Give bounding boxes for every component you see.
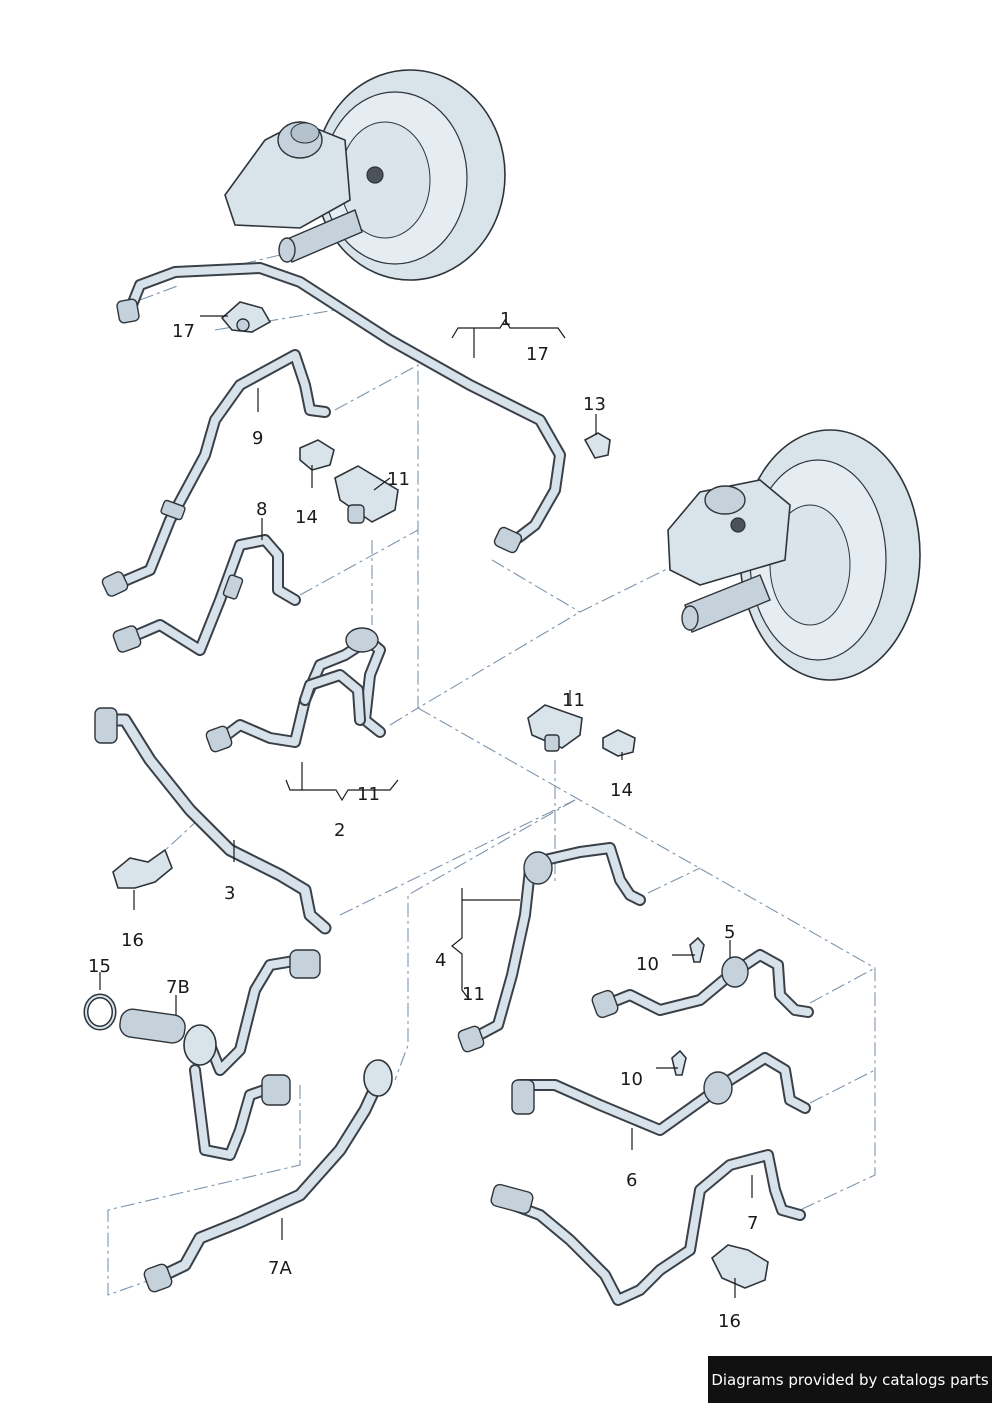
check-valve-10-upper: [689, 936, 705, 963]
label-5: 5: [724, 922, 735, 943]
pressure-sensor-middle: [527, 704, 583, 752]
clip-16-left: [112, 848, 173, 889]
label-15: 15: [88, 956, 111, 977]
label-17-b: 17: [526, 344, 549, 365]
label-7: 7: [747, 1213, 758, 1234]
hose-6: [511, 1052, 811, 1136]
label-14-b: 14: [610, 780, 633, 801]
plug-14-upper: [299, 439, 335, 471]
hose-5: [591, 949, 814, 1019]
hose-3: [94, 707, 332, 935]
label-11-b: 11: [562, 690, 585, 711]
hose-7: [490, 1149, 806, 1306]
label-4: 4: [435, 950, 446, 971]
label-13: 13: [583, 394, 606, 415]
hose-4: [457, 842, 646, 1053]
check-valve-10-lower: [671, 1049, 687, 1076]
label-7b: 7B: [166, 977, 190, 998]
label-1: 1: [500, 309, 511, 330]
hose-7a: [143, 1059, 393, 1293]
credit-text: Diagrams provided by catalogs parts: [711, 1370, 989, 1389]
brake-booster-top: [224, 69, 506, 281]
clip-13: [583, 432, 611, 459]
label-11-a: 11: [387, 469, 410, 490]
hose-clamp-15: [83, 993, 117, 1031]
label-8: 8: [256, 499, 267, 520]
label-2: 2: [334, 820, 345, 841]
credit-banner: Diagrams provided by catalogs parts: [708, 1356, 992, 1403]
pressure-sensor-upper: [334, 465, 399, 524]
label-14-a: 14: [295, 507, 318, 528]
hose-8: [112, 534, 301, 656]
hose-2: [205, 627, 386, 753]
label-16-a: 16: [121, 930, 144, 951]
brake-booster-right: [667, 429, 921, 681]
label-9: 9: [252, 428, 263, 449]
hose-9: [101, 349, 331, 597]
hose-7b: [119, 949, 321, 1161]
assembly-guide-lines: [107, 254, 876, 1296]
label-11-d: 11: [462, 984, 485, 1005]
label-10-a: 10: [636, 954, 659, 975]
plug-14-middle: [602, 729, 636, 757]
label-16-b: 16: [718, 1311, 741, 1332]
label-6: 6: [626, 1170, 637, 1191]
clip-17: [220, 301, 272, 333]
label-17-a: 17: [172, 321, 195, 342]
label-3: 3: [224, 883, 235, 904]
leader-lines: [99, 315, 753, 1298]
label-10-b: 10: [620, 1069, 643, 1090]
clip-16-right: [710, 1244, 769, 1289]
hose-1: [116, 262, 566, 554]
label-7a: 7A: [268, 1258, 292, 1279]
label-11-c: 11: [357, 784, 380, 805]
part-labels: 1 17 17 13 9 14 11 8 11 14 11 2 3 16 4 1…: [88, 309, 758, 1332]
